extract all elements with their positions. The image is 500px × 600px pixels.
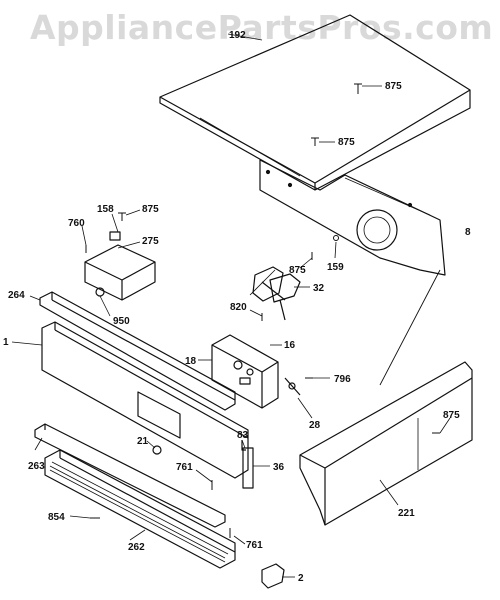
front-control-panel <box>41 321 249 479</box>
control-bracket <box>84 244 156 301</box>
bracket-2 <box>261 563 285 589</box>
label-875-fan: 875 <box>289 265 306 276</box>
leader-lines <box>11 33 451 578</box>
label-158: 158 <box>97 204 114 215</box>
clip-158 <box>109 231 121 241</box>
panel-window <box>137 391 181 439</box>
top-cover-panel <box>159 14 471 191</box>
label-28: 28 <box>309 420 321 431</box>
label-264: 264 <box>8 290 25 301</box>
rear-wall-panel <box>259 159 446 276</box>
label-760: 760 <box>68 218 85 229</box>
label-761-lower: 761 <box>246 540 263 551</box>
label-854: 854 <box>48 512 65 523</box>
label-32: 32 <box>313 283 325 294</box>
label-796: 796 <box>334 374 351 385</box>
label-221: 221 <box>398 508 415 519</box>
label-83: 83 <box>237 430 249 441</box>
label-8: 8 <box>465 227 471 238</box>
label-761-upper: 761 <box>176 462 193 473</box>
label-2: 2 <box>298 573 304 584</box>
slider-36 <box>242 447 254 489</box>
screw-875-bracket <box>118 212 126 221</box>
knob-21 <box>152 445 162 455</box>
label-820: 820 <box>230 302 247 313</box>
lower-trim <box>34 423 226 528</box>
label-16: 16 <box>284 340 296 351</box>
screws <box>85 83 440 538</box>
clip-159 <box>333 235 339 241</box>
watermark: AppliancePartsPros.com <box>30 8 494 47</box>
label-159: 159 <box>327 262 344 273</box>
label-875-top: 875 <box>385 81 402 92</box>
label-1: 1 <box>3 337 9 348</box>
label-18: 18 <box>185 356 197 367</box>
trim-strip <box>39 291 236 411</box>
label-36: 36 <box>273 462 285 473</box>
label-875-upper: 875 <box>338 137 355 148</box>
label-875-bracket: 875 <box>142 204 159 215</box>
label-263: 263 <box>28 461 45 472</box>
label-21: 21 <box>137 436 149 447</box>
fan-motor <box>249 266 301 321</box>
vent-grille <box>44 449 236 569</box>
screw-875-upper <box>311 137 319 146</box>
control-module <box>211 334 301 409</box>
label-950: 950 <box>113 316 130 327</box>
label-275: 275 <box>142 236 159 247</box>
screw-875-top <box>354 83 362 94</box>
label-192: 192 <box>229 30 246 41</box>
side-panel <box>299 361 473 526</box>
leader-8 <box>379 269 441 386</box>
label-875-side: 875 <box>443 410 460 421</box>
label-262: 262 <box>128 542 145 553</box>
clip-83 <box>241 440 246 451</box>
